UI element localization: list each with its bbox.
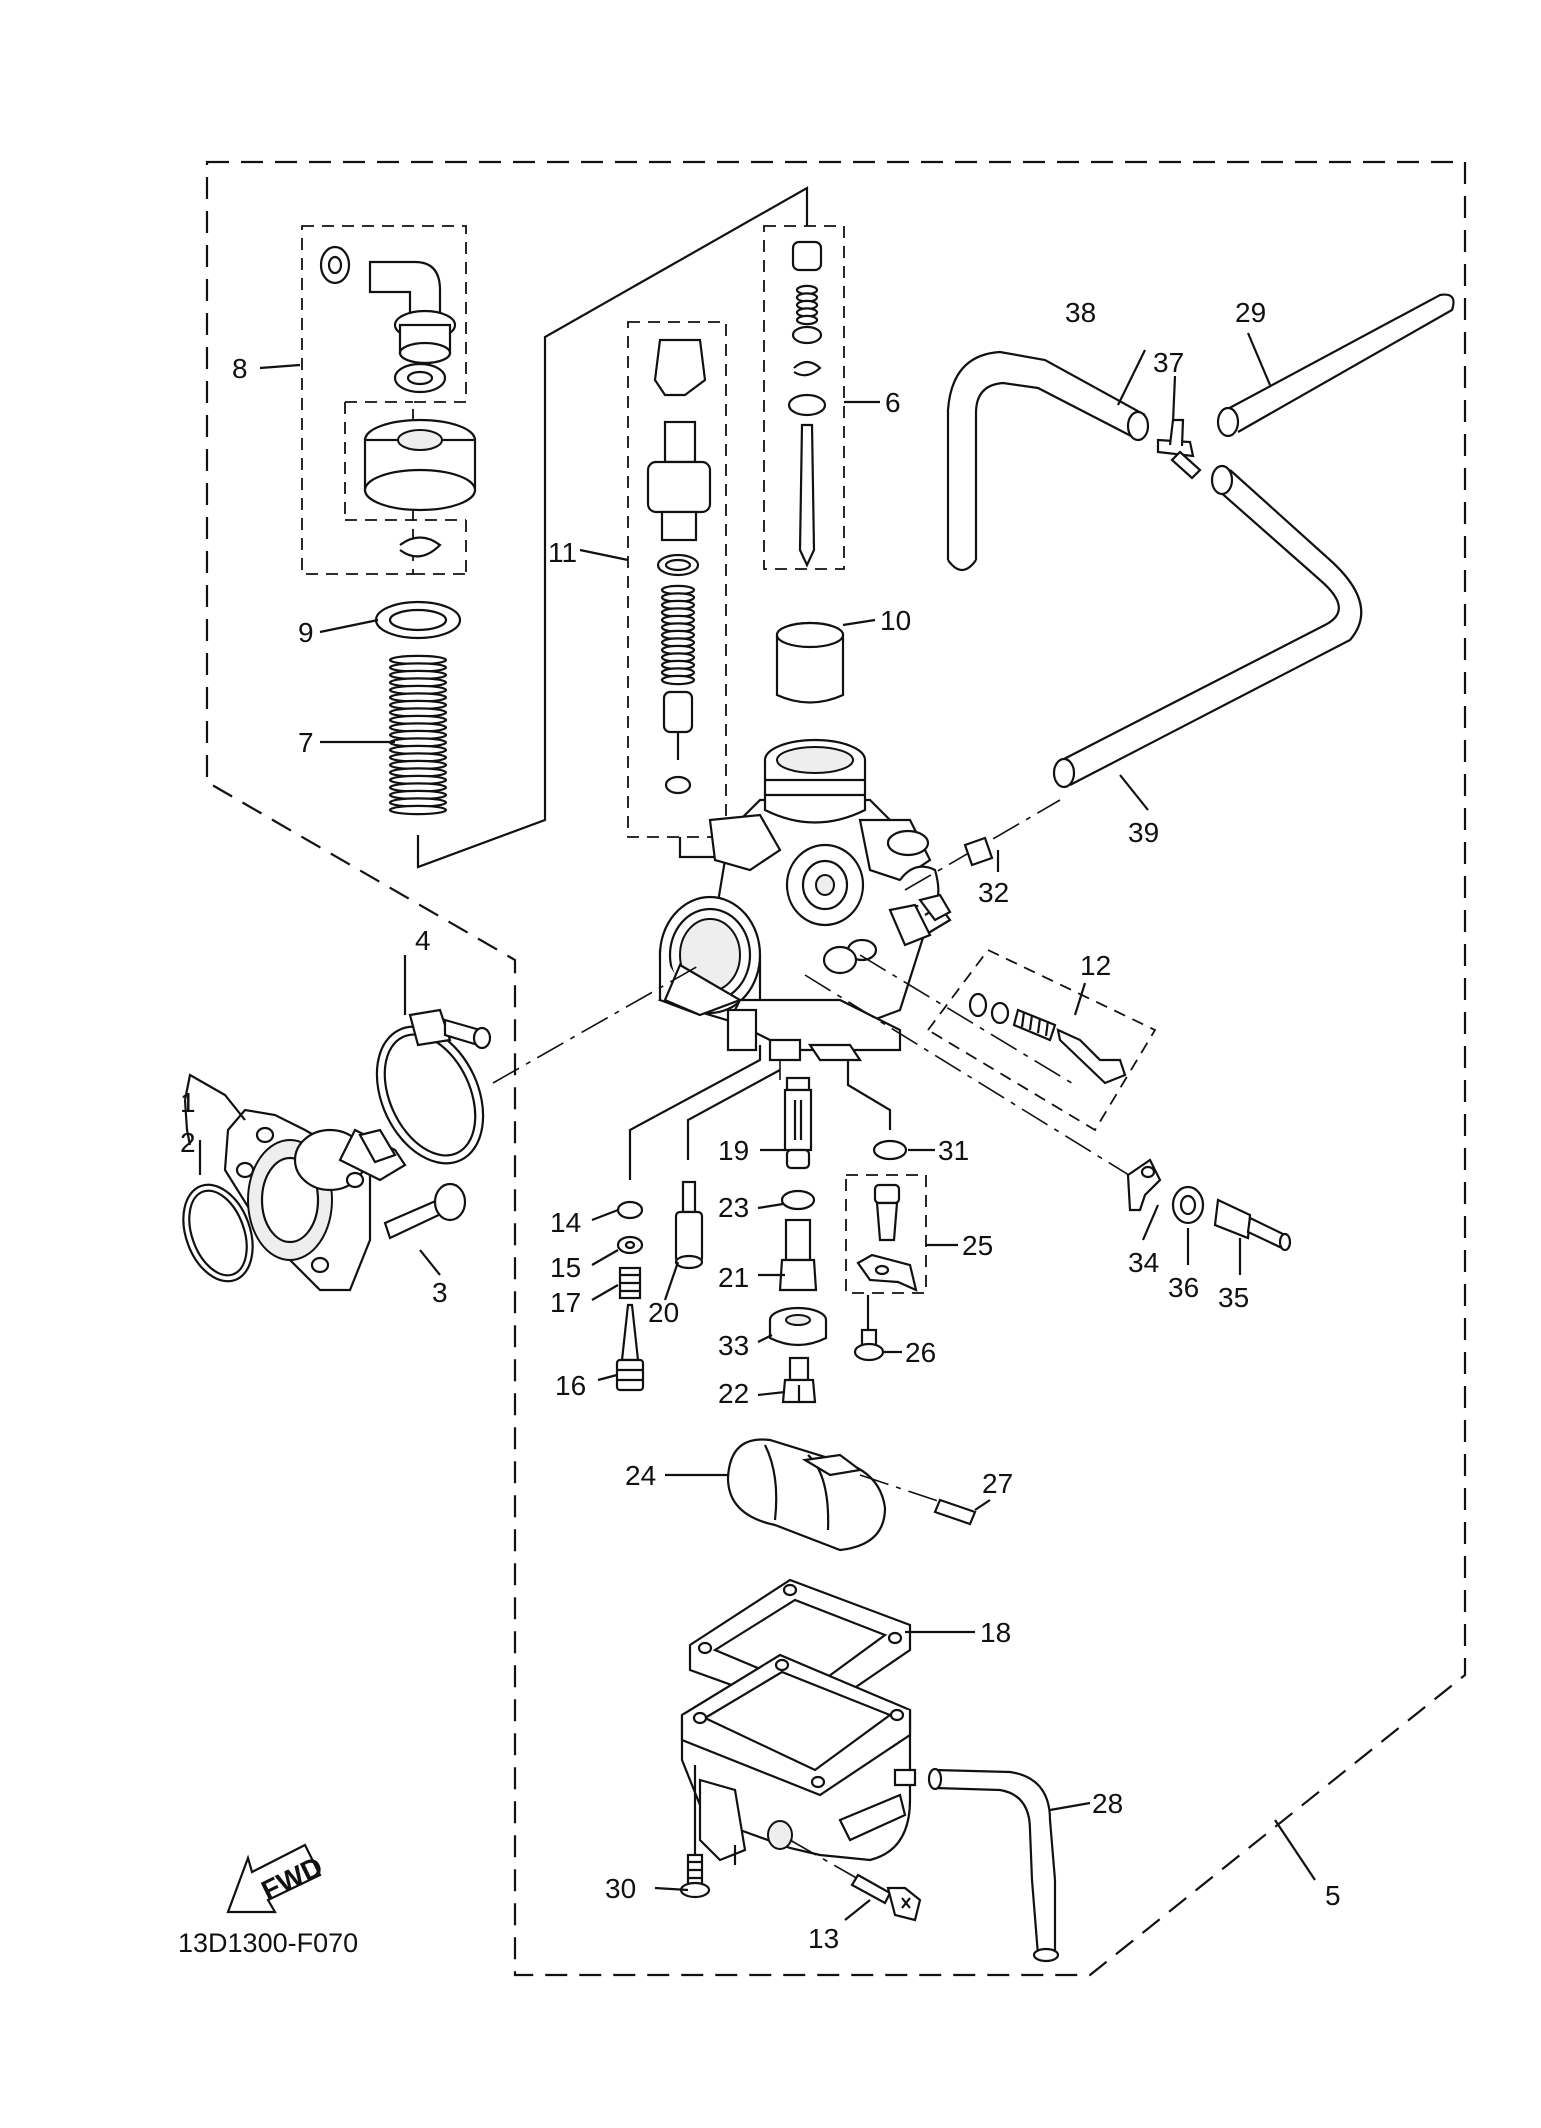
part-25-group: [845, 1174, 927, 1294]
assembly-boundary: [205, 160, 1467, 1977]
part-7-spring: [388, 654, 448, 816]
callout-22: 22: [718, 1378, 749, 1409]
part-32-screw: [963, 836, 994, 867]
part-24-float: [726, 1438, 951, 1552]
part-21-holder: [778, 1218, 818, 1292]
callout-15: 15: [550, 1252, 581, 1283]
part-26-screw: [853, 1295, 885, 1362]
drawing-code: 13D1300-F070: [178, 1928, 358, 1958]
bracket-14: [628, 1045, 762, 1180]
callout-11: 11: [548, 537, 577, 568]
part-3-bolt: [383, 1182, 467, 1240]
part-19-needle-jet: [783, 1076, 813, 1170]
part-23-oring: [780, 1189, 816, 1211]
callout-27: 27: [982, 1468, 1013, 1499]
group-bracket-line: [416, 186, 809, 869]
callout-10: 10: [880, 605, 911, 636]
callout-26: 26: [905, 1337, 936, 1368]
part-31-oring: [872, 1139, 908, 1161]
callout-2: 2: [180, 1127, 196, 1158]
callout-labels: 1 2 3 4 5 6 7 8 9 10 11 12 13 14 15 16 1…: [180, 297, 1341, 1954]
part-9-washer: [374, 600, 462, 640]
part-20-tube: [674, 1180, 704, 1270]
callout-37: 37: [1153, 347, 1184, 378]
callout-8: 8: [232, 353, 248, 384]
part-30-screw: [679, 1765, 711, 1899]
part-12-group: [926, 948, 1157, 1132]
part-27-pin: [933, 1498, 977, 1526]
part-14-oring: [616, 1200, 644, 1220]
part-11-group: [627, 321, 757, 859]
callout-3: 3: [432, 1277, 448, 1308]
part-35-fitting: [1213, 1198, 1292, 1252]
callout-12: 12: [1080, 950, 1111, 981]
callout-23: 23: [718, 1192, 749, 1223]
part-8-group: [301, 225, 477, 575]
callout-29: 29: [1235, 297, 1266, 328]
part-6-group: [763, 225, 845, 570]
callout-18: 18: [980, 1617, 1011, 1648]
part-16-screw: [615, 1303, 645, 1392]
callout-34: 34: [1128, 1247, 1159, 1278]
axis-line-drain: [804, 974, 1146, 1186]
callout-4: 4: [415, 925, 431, 956]
leader-lines: [183, 332, 1316, 1921]
callout-21: 21: [718, 1262, 749, 1293]
part-33-washer: [768, 1306, 828, 1347]
carburetor-body: [657, 738, 952, 1062]
callout-1: 1: [180, 1087, 196, 1118]
callout-5: 5: [1325, 1880, 1341, 1911]
callout-38: 38: [1065, 297, 1096, 328]
callout-14: 14: [550, 1207, 581, 1238]
callout-31: 31: [938, 1135, 969, 1166]
callout-24: 24: [625, 1460, 656, 1491]
callout-39: 39: [1128, 817, 1159, 848]
callout-20: 20: [648, 1297, 679, 1328]
callout-19: 19: [718, 1135, 749, 1166]
part-28-hose: [927, 1767, 1060, 1963]
bracket-20: [686, 1069, 781, 1160]
callout-16: 16: [555, 1370, 586, 1401]
callout-33: 33: [718, 1330, 749, 1361]
part-36-washer: [1171, 1185, 1205, 1225]
spring-coil: [660, 674, 696, 686]
callout-25: 25: [962, 1230, 993, 1261]
float-bowl: [680, 1653, 917, 1865]
part-10-sleeve: [775, 621, 845, 704]
callout-6: 6: [885, 387, 901, 418]
part-22-main-jet: [781, 1356, 817, 1404]
callout-28: 28: [1092, 1788, 1123, 1819]
callout-30: 30: [605, 1873, 636, 1904]
callout-32: 32: [978, 877, 1009, 908]
axis-line-intake: [492, 964, 701, 1084]
spring-coil: [388, 804, 448, 816]
callout-7: 7: [298, 727, 314, 758]
spring-coil: [795, 314, 819, 326]
part-17-spring: [618, 1266, 642, 1300]
part-15-washer: [616, 1235, 644, 1255]
callout-36: 36: [1168, 1272, 1199, 1303]
fwd-direction-arrow: FWD: [226, 1843, 327, 1914]
bracket-31: [846, 1060, 892, 1130]
callout-9: 9: [298, 617, 314, 648]
part-34-bracket: [1126, 1158, 1162, 1212]
part-13-screw: [789, 1839, 922, 1922]
part-4-clamp: [375, 1008, 492, 1165]
part-1-manifold: [223, 1108, 407, 1292]
callout-35: 35: [1218, 1282, 1249, 1313]
callout-17: 17: [550, 1287, 581, 1318]
axis-line-pilot: [859, 954, 1076, 1086]
callout-13: 13: [808, 1923, 839, 1954]
fuel-hoses: [946, 293, 1455, 789]
part-2-oring: [182, 1183, 254, 1283]
